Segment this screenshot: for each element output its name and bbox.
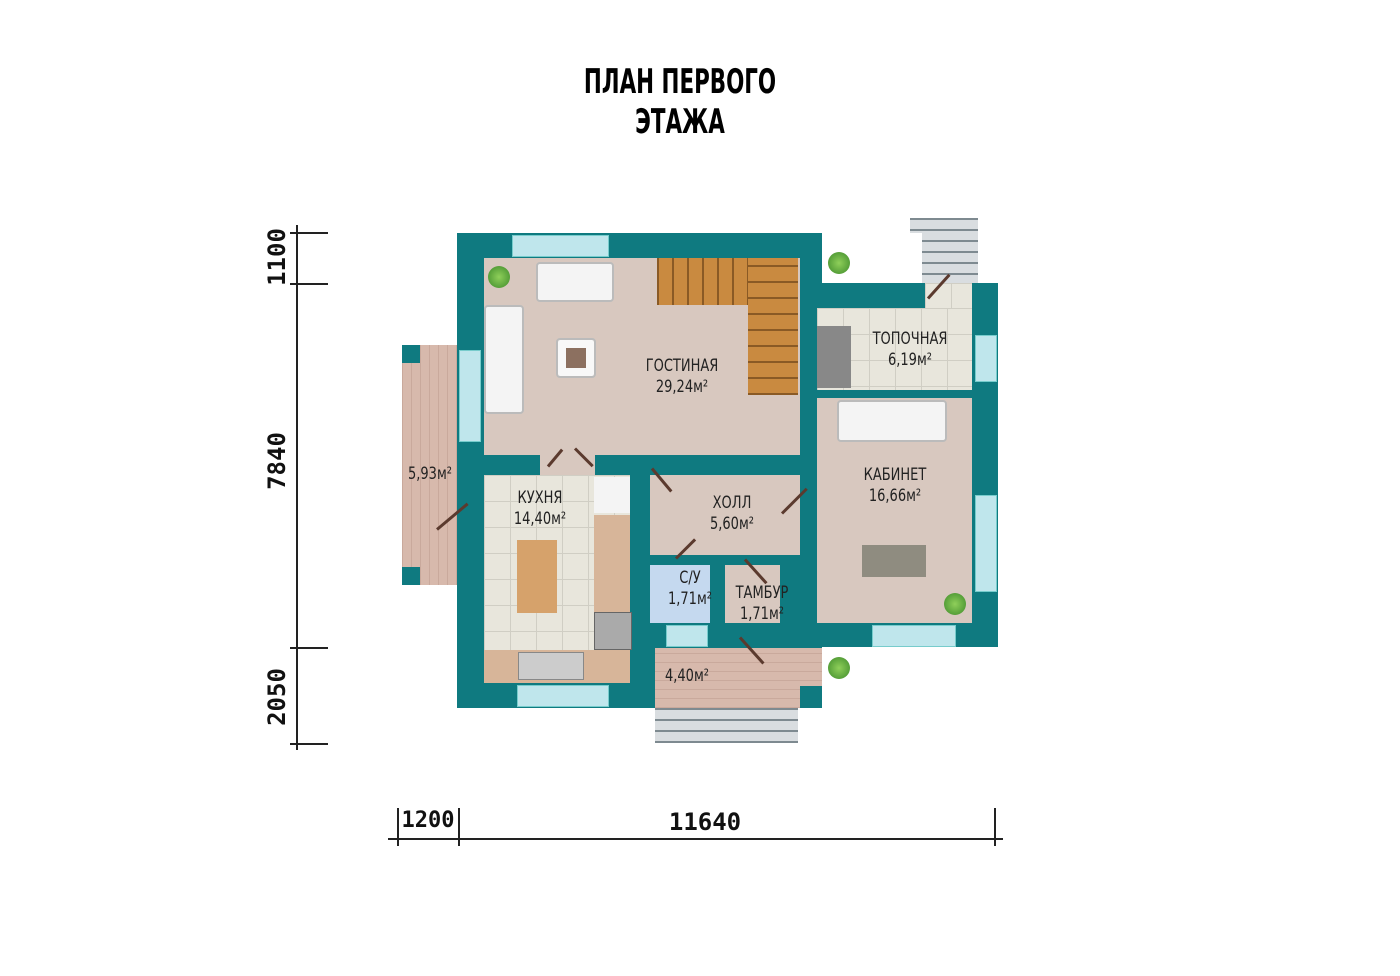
desk: [862, 545, 926, 577]
room-name: ТОПОЧНАЯ: [872, 329, 948, 349]
sofa: [837, 400, 947, 442]
steps-bottom: [655, 708, 798, 743]
room-name: КАБИНЕТ: [863, 465, 927, 485]
dim-tick: [290, 647, 328, 649]
dim-line-horizontal: [388, 838, 1003, 840]
room-area: 6,19м²: [888, 350, 932, 370]
dim-7840: 7840: [263, 432, 291, 490]
room-bath: [650, 565, 710, 623]
terrace-left-area: 5,93м²: [408, 464, 452, 484]
room-area: 1,71м²: [668, 589, 712, 609]
dim-tick: [397, 808, 399, 846]
dim-tick: [290, 232, 328, 234]
terrace-post: [402, 567, 420, 585]
staircase: [748, 258, 798, 395]
room-area: 16,66м²: [868, 486, 922, 506]
plant-icon: [488, 266, 510, 288]
dim-1100: 1100: [263, 228, 291, 286]
plant-icon: [828, 252, 850, 274]
dim-tick: [994, 808, 996, 846]
terrace-post: [402, 345, 420, 363]
room-tambur: [725, 565, 780, 623]
dim-2050: 2050: [263, 668, 291, 726]
window: [872, 625, 956, 647]
room-name: КУХНЯ: [517, 488, 563, 508]
window: [975, 335, 997, 382]
dim-11640: 11640: [668, 808, 742, 836]
room-area: 1,71м²: [740, 604, 784, 624]
dim-line-vertical: [296, 225, 298, 750]
dim-tick: [290, 743, 328, 745]
stove: [594, 612, 632, 650]
room-name: ТАМБУР: [735, 583, 789, 603]
room-name: ХОЛЛ: [712, 493, 752, 513]
boiler: [817, 326, 851, 388]
entry-topochnaya: [925, 283, 972, 308]
sofa: [536, 262, 614, 302]
porch: [655, 648, 822, 708]
porch-post: [800, 686, 822, 708]
dining-table: [517, 540, 557, 613]
plan-title: ПЛАН ПЕРВОГО ЭТАЖА: [583, 62, 777, 142]
room-area: 29,24м²: [655, 377, 709, 397]
fridge: [594, 477, 630, 513]
room-hall: [650, 475, 800, 555]
room-name: ГОСТИНАЯ: [645, 356, 719, 376]
sink: [518, 652, 584, 680]
porch-area: 4,40м²: [665, 666, 709, 686]
room-name: С/У: [679, 568, 701, 588]
room-area: 14,40м²: [513, 509, 567, 529]
window: [512, 235, 609, 257]
window: [975, 495, 997, 592]
sofa: [484, 305, 524, 414]
terrace-left: [402, 345, 458, 585]
dim-tick: [458, 808, 460, 846]
fireplace: [556, 338, 596, 378]
window: [666, 625, 708, 647]
window: [459, 350, 481, 442]
window: [517, 685, 609, 707]
plant-icon: [944, 593, 966, 615]
dim-1200: 1200: [401, 808, 455, 833]
room-area: 5,60м²: [710, 514, 754, 534]
staircase: [657, 258, 750, 305]
dim-tick: [290, 283, 328, 285]
plant-icon: [828, 657, 850, 679]
